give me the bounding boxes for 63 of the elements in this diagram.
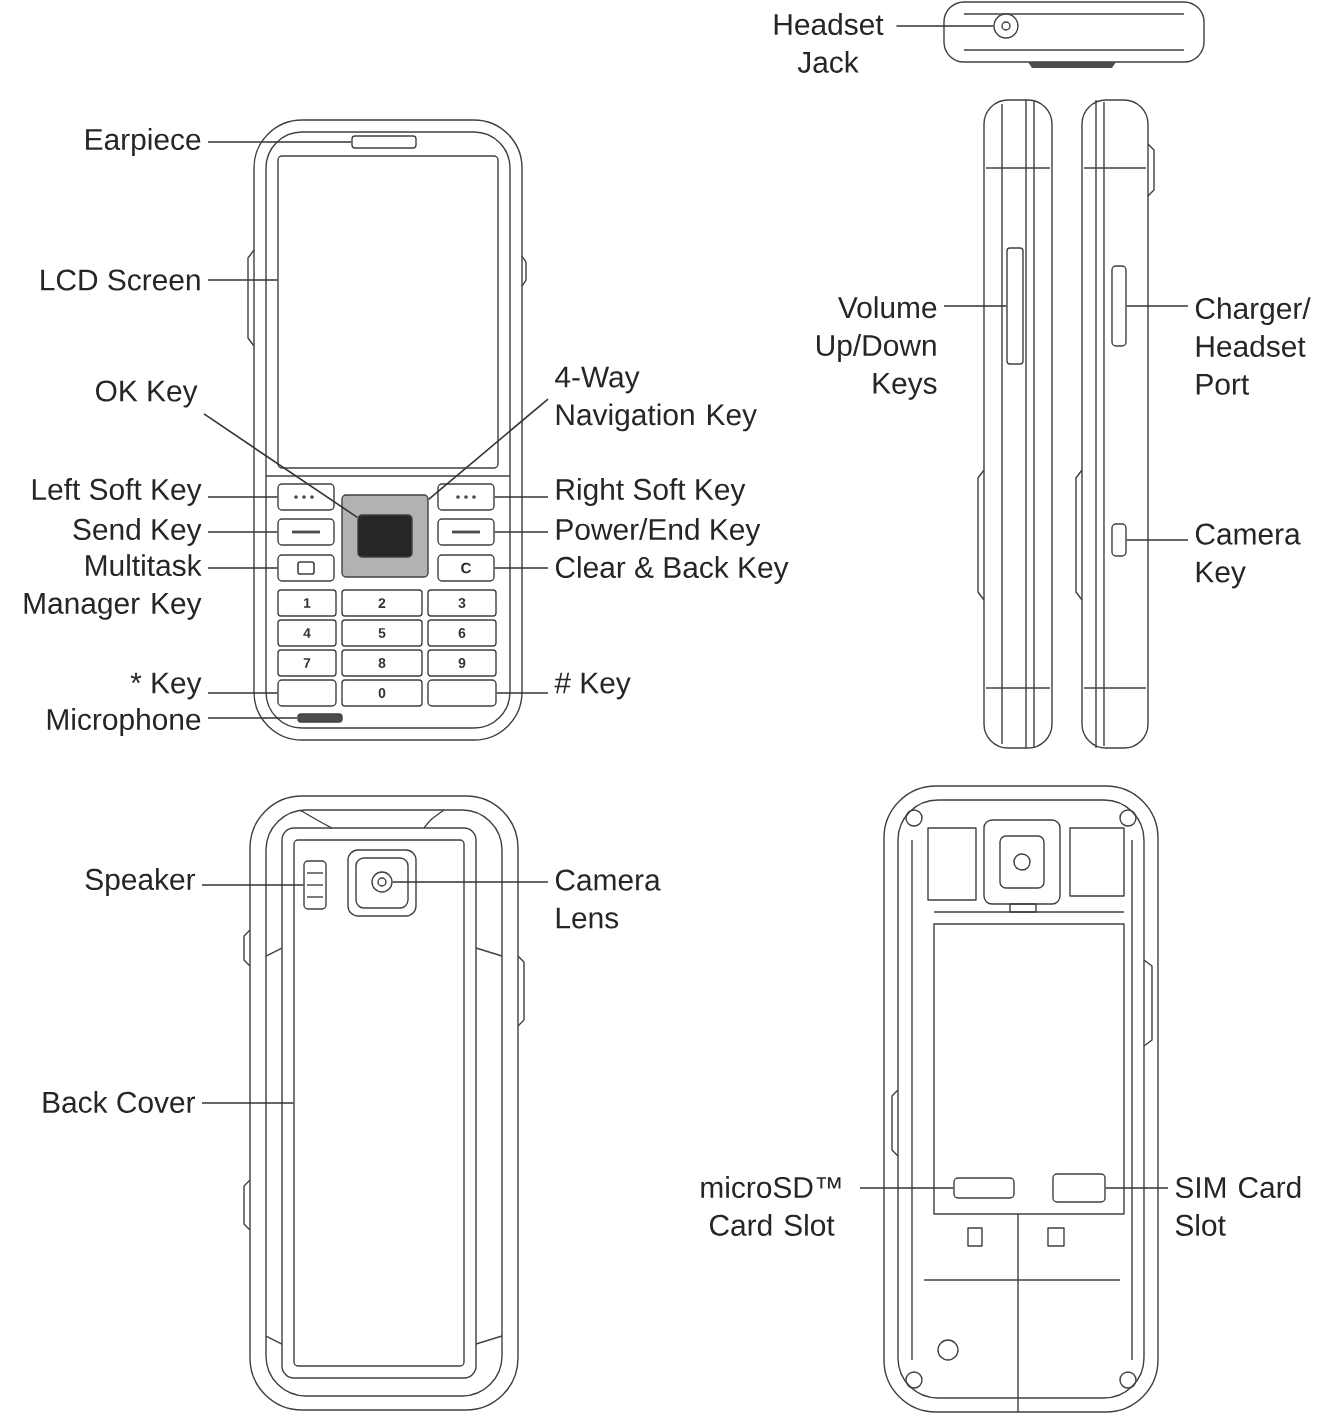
callout-label: Volume Up/Down Keys — [817, 296, 937, 400]
callout-label: Back Cover — [43, 1091, 196, 1113]
leader-line — [493, 496, 549, 498]
leader-line — [207, 531, 279, 533]
leader-line — [201, 884, 305, 886]
leader-line — [427, 398, 549, 501]
callout-label: Camera Lens — [555, 869, 661, 929]
send-key — [277, 518, 335, 546]
leader-line — [895, 25, 995, 27]
microphone-slot — [297, 713, 343, 723]
soft-key — [277, 483, 335, 511]
leader-line — [1125, 305, 1189, 307]
back-cover — [293, 839, 465, 1367]
callout-label: Clear & Back Key — [555, 556, 789, 584]
callout-label: Charger/ Headset Port — [1195, 297, 1311, 395]
leader-line — [201, 1102, 295, 1104]
camera-key — [1111, 523, 1127, 557]
end-key — [437, 518, 495, 546]
leader-line — [943, 305, 1008, 307]
callout-label: 4-Way Navigation Key — [555, 366, 757, 432]
headset-jack — [993, 13, 1019, 39]
leader-line — [203, 413, 359, 519]
callout-label: Right Soft Key — [556, 478, 746, 506]
camera-lens — [371, 871, 393, 893]
callout-label: SIM Card Slot — [1175, 1176, 1301, 1236]
callout-label: Multitask Manager Key — [24, 554, 202, 620]
leader-line — [207, 692, 279, 694]
leader-line — [1104, 1187, 1169, 1189]
leader-line — [493, 567, 549, 569]
charger-port — [1111, 265, 1127, 347]
card-slot — [953, 1177, 1015, 1199]
callout-label: LCD Screen — [41, 269, 200, 291]
callout-label: * Key — [130, 672, 202, 700]
screen — [277, 155, 499, 469]
star-key — [277, 679, 337, 707]
callout-label: Send Key — [73, 518, 202, 546]
leader-line — [495, 692, 549, 694]
leader-line — [207, 567, 279, 569]
callout-label: Left Soft Key — [32, 478, 202, 506]
multitask-key — [277, 554, 335, 582]
volume-key — [1006, 247, 1024, 365]
leader-line — [207, 496, 279, 498]
hash-key — [427, 679, 497, 707]
callout-label: Camera Key — [1195, 523, 1301, 589]
sim-slot — [1052, 1173, 1106, 1203]
callout-label: Power/End Key — [556, 518, 761, 546]
callout-label: Speaker — [85, 868, 196, 896]
leader-line — [207, 717, 299, 719]
soft-key — [437, 483, 495, 511]
callout-label: OK Key — [96, 380, 198, 408]
callout-label: microSD™ Card Slot — [701, 1176, 841, 1236]
callout-label: Microphone — [47, 708, 201, 736]
leader-line — [207, 141, 353, 143]
callout-label: Earpiece — [86, 128, 201, 156]
leader-line — [1125, 539, 1189, 541]
earpiece-slot — [351, 135, 417, 149]
callout-label: Headset Jack — [774, 13, 884, 73]
speaker-grille — [303, 860, 327, 910]
ok-key — [357, 514, 413, 558]
leader-line — [493, 531, 549, 533]
leader-line — [859, 1187, 955, 1189]
leader-line — [207, 279, 279, 281]
callout-label: # Key — [554, 672, 631, 700]
